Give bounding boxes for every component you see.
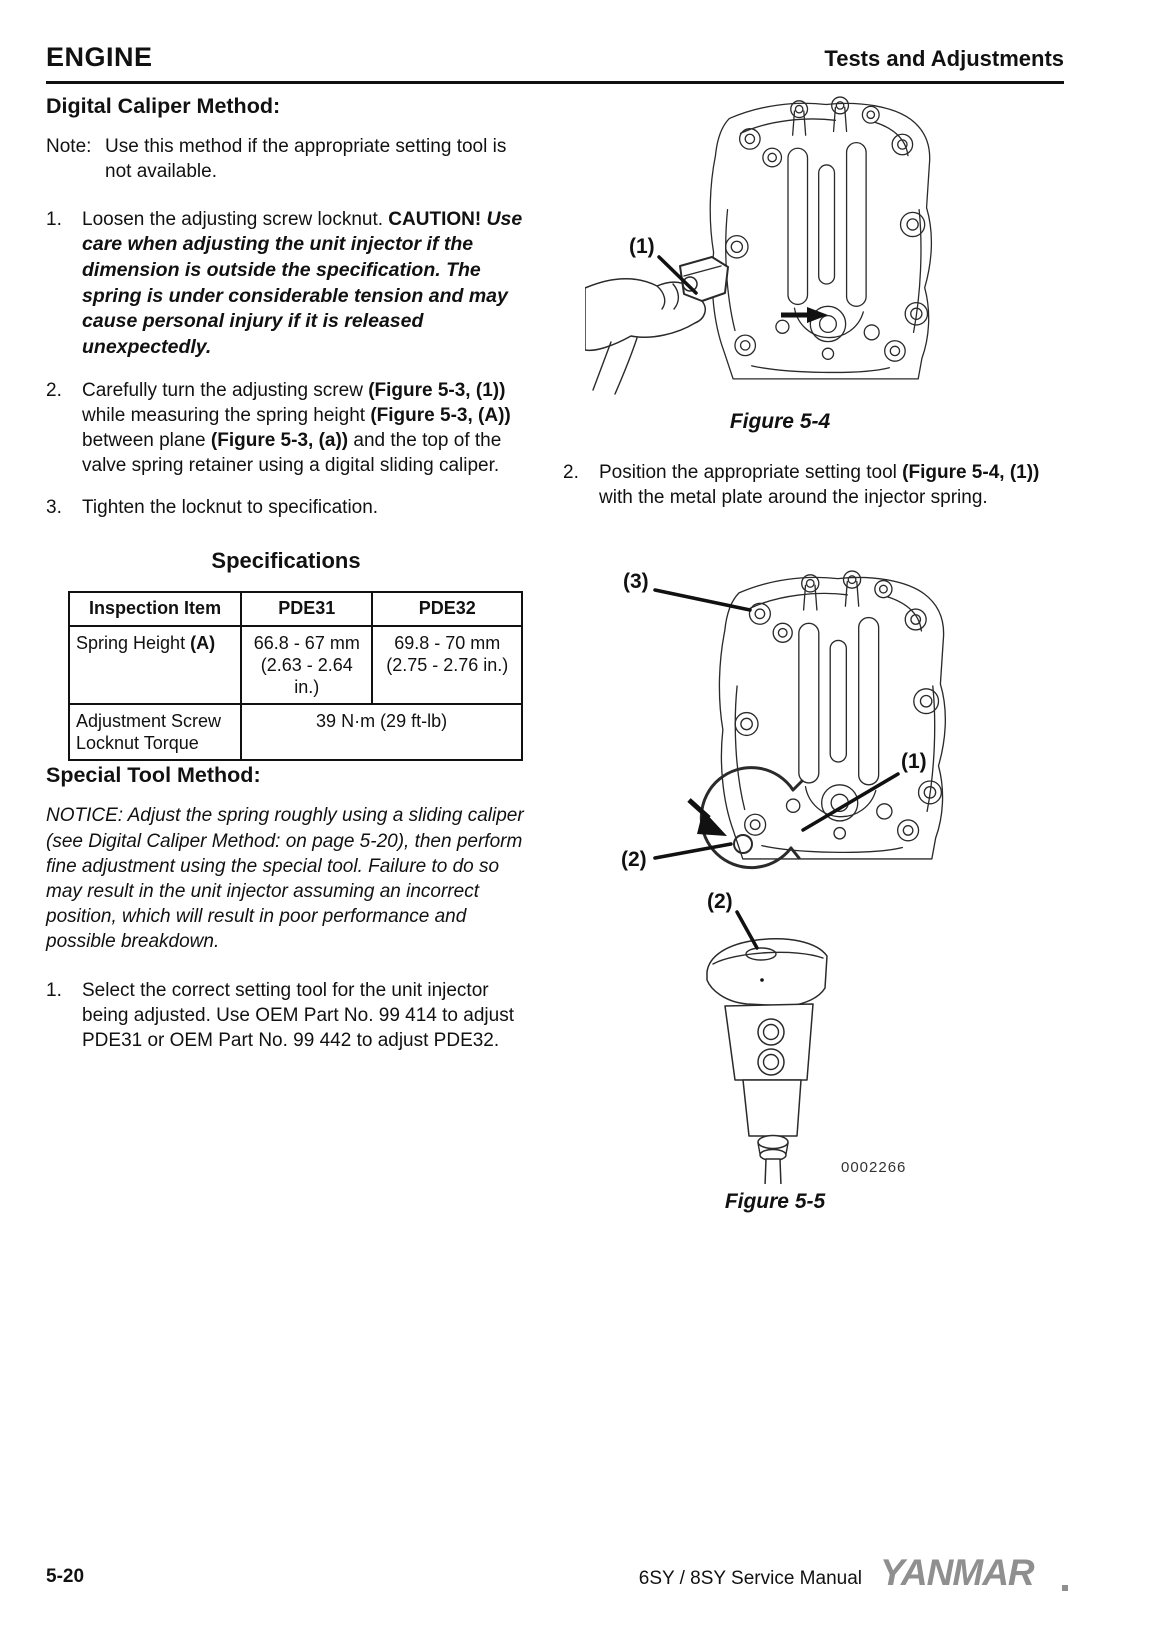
figure-5-4-caption: Figure 5-4 [729,410,831,433]
row-label: Spring Height (A) [67,625,243,706]
cylinder-head-drawing [709,96,933,380]
step-text: Select the correct setting tool for the … [82,979,514,1052]
step-number: 1. [46,979,62,1001]
step-text: Tighten the locknut to specification. [82,497,379,519]
note-paragraph: Note: Use this method if the appropriate… [46,134,526,184]
callout-1-label: (1) [901,750,927,773]
hand-drawing [585,278,706,395]
footer-manual-title: 6SY / 8SY Service Manual [638,1568,862,1589]
leader-line [653,588,752,612]
step-text-segment: Position the appropriate setting tool [599,462,903,483]
value-line: 69.8 - 70 mm [394,633,501,654]
specifications-table: Inspection Item PDE31 PDE32 Spring Heigh… [67,591,523,762]
column-header: Inspection Item [67,591,243,628]
figure-5-5-caption: Figure 5-5 [724,1190,826,1213]
section-title: ENGINE [46,42,153,72]
special-tool-heading: Special Tool Method: [46,763,261,788]
figure-5-5-drawing: (3) (1) (2) (2) 0 [621,570,947,1184]
callout-1-label: (1) [629,235,655,258]
digital-method-steps: 1. Loosen the adjusting screw locknut. C… [46,207,526,521]
subsection-title: Tests and Adjustments [824,46,1064,71]
row-label-bold: (A) [190,633,216,654]
direction-arrow-icon [687,798,727,836]
yanmar-logo: YANMAR [880,1552,1035,1593]
direction-arrow-icon [781,307,828,323]
callout-2-label: (2) [621,848,647,871]
caution-label: CAUTION! [388,208,487,230]
list-item: 2. Position the appropriate setting tool… [563,460,1068,510]
cell-value: 69.8 - 70 mm(2.75 - 2.76 in.) [371,625,523,706]
step-number: 1. [46,208,62,230]
figure-5-4-drawing: (1) [585,96,933,395]
column-header: PDE32 [371,591,523,628]
step-text-lead: Loosen the adjusting screw locknut. [82,208,389,230]
step-text-segment: Carefully turn the adjusting screw [82,379,369,401]
setting-tool-drawing [679,256,729,302]
step-text-segment: and the top of the valve spring retainer… [82,430,502,477]
step-text: Loosen the adjusting screw locknut. CAUT… [82,207,526,361]
special-method-step-2: 2. Position the appropriate setting tool… [563,460,1068,527]
figure-5-4: (1) [585,96,965,408]
note-label: Note: [46,136,92,158]
page-header: ENGINE Tests and Adjustments [46,42,1064,73]
notice-paragraph: NOTICE: Adjust the spring roughly using … [46,805,524,952]
list-item: 2. Carefully turn the adjusting screw (F… [46,378,526,478]
left-column: Digital Caliper Method: Note: Use this m… [46,92,526,1070]
setting-tool-drawing [706,938,828,1184]
step-number: 2. [46,379,62,401]
figure-reference: (Figure 5-3, (A)) [370,405,511,427]
value-line: 66.8 - 67 mm [253,633,360,654]
step-text-segment: between plane [82,430,211,452]
registered-mark-icon [1062,1585,1068,1591]
figure-reference: (Figure 5-4, (1)) [902,462,1040,483]
callout-tool-2-label: (2) [707,890,733,913]
step-text: Position the appropriate setting tool (F… [599,460,1068,510]
figure-reference: (Figure 5-3, (1)) [368,379,506,401]
header-rule [46,81,1064,84]
table-row: Spring Height (A) 66.8 - 67 mm(2.63 - 2.… [67,625,523,706]
step-number: 2. [563,462,579,483]
step-text-segment: with the metal plate around the injector… [599,487,988,509]
cell-value: 66.8 - 67 mm(2.63 - 2.64 in.) [240,625,374,706]
cylinder-head-drawing [718,570,947,860]
leader-line [657,255,698,295]
table-header-row: Inspection Item PDE31 PDE32 [67,591,523,628]
cell-value: 39 N·m (29 ft-lb) [240,703,523,762]
leader-line [735,910,759,950]
digital-caliper-heading: Digital Caliper Method: [46,94,281,118]
figure-reference: (Figure 5-3, (a)) [210,430,349,452]
step-number: 3. [46,497,62,519]
list-item: 1. Select the correct setting tool for t… [46,978,526,1053]
metal-plate-drawing [699,766,804,870]
specifications-title: Specifications [211,548,361,574]
leader-line [801,772,900,832]
note-text: Use this method if the appropriate setti… [105,136,507,183]
list-item: 3. Tighten the locknut to specification. [46,495,526,520]
step-text-segment: while measuring the spring height [82,405,371,427]
column-header: PDE31 [240,591,374,628]
row-label-line: Adjustment Screw [76,711,222,732]
list-item: 1. Loosen the adjusting screw locknut. C… [46,207,526,361]
page-number: 5-20 [46,1566,85,1587]
callout-3-label: (3) [623,570,649,593]
step-text: Carefully turn the adjusting screw (Figu… [82,378,526,478]
row-label-text: Spring Height [76,633,191,654]
value-line: (2.75 - 2.76 in.) [386,655,509,676]
image-code: 0002266 [841,1159,906,1176]
leader-line [653,842,733,860]
figure-5-5: (3) (1) (2) (2) 0 [585,552,1065,1184]
value-line: (2.63 - 2.64 in.) [260,655,353,698]
caution-text: Use care when adjusting the unit injecto… [82,207,523,359]
row-label-line: Locknut Torque [76,733,199,754]
